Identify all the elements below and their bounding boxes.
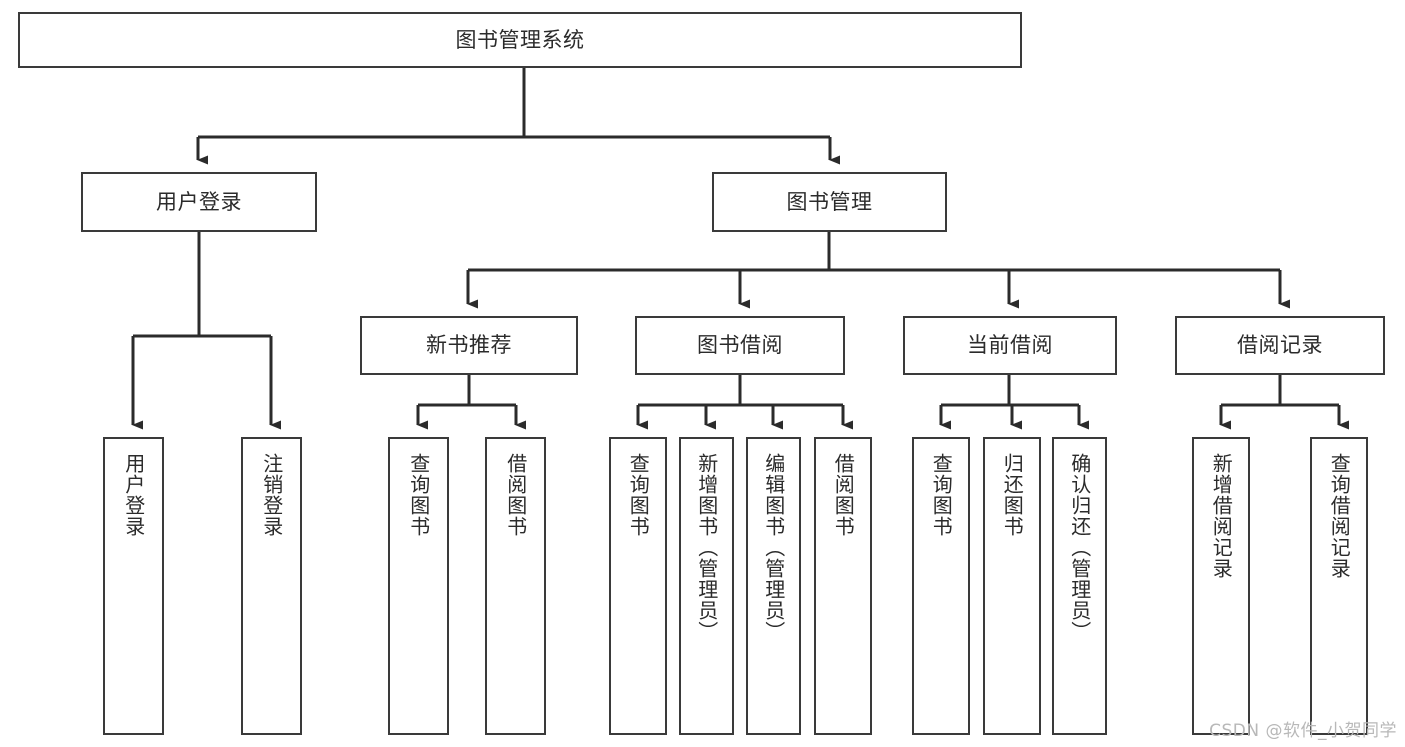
node-leaf-borrow-book-recommend[interactable]: 借阅图书 bbox=[485, 437, 546, 735]
node-root-label: 图书管理系统 bbox=[455, 27, 585, 52]
node-borrow-record-label: 借阅记录 bbox=[1237, 333, 1323, 358]
node-leaf-user-login-label: 用户登录 bbox=[121, 453, 146, 537]
node-leaf-edit-book-admin-label: 编辑图书（管理员） bbox=[761, 453, 786, 642]
node-leaf-query-book-recommend-label: 查询图书 bbox=[406, 453, 431, 537]
node-leaf-user-login[interactable]: 用户登录 bbox=[103, 437, 164, 735]
node-leaf-query-book-current-label: 查询图书 bbox=[929, 453, 954, 537]
node-book-manage[interactable]: 图书管理 bbox=[712, 172, 947, 232]
node-leaf-add-book-admin[interactable]: 新增图书（管理员） bbox=[679, 437, 734, 735]
node-user-login[interactable]: 用户登录 bbox=[81, 172, 317, 232]
node-leaf-logout[interactable]: 注销登录 bbox=[241, 437, 302, 735]
node-leaf-query-book-current[interactable]: 查询图书 bbox=[912, 437, 970, 735]
node-leaf-return-book[interactable]: 归还图书 bbox=[983, 437, 1041, 735]
node-leaf-confirm-return-admin[interactable]: 确认归还（管理员） bbox=[1052, 437, 1107, 735]
node-leaf-logout-label: 注销登录 bbox=[259, 453, 284, 537]
node-leaf-return-book-label: 归还图书 bbox=[1000, 453, 1025, 537]
node-book-manage-label: 图书管理 bbox=[786, 189, 873, 214]
node-leaf-borrow-book-label: 借阅图书 bbox=[831, 453, 856, 537]
node-leaf-borrow-book-recommend-label: 借阅图书 bbox=[503, 453, 528, 537]
node-book-borrow-label: 图书借阅 bbox=[697, 333, 783, 358]
node-leaf-borrow-book[interactable]: 借阅图书 bbox=[814, 437, 872, 735]
node-new-book-recommend[interactable]: 新书推荐 bbox=[360, 316, 578, 375]
node-root-system[interactable]: 图书管理系统 bbox=[18, 12, 1022, 68]
node-leaf-add-borrow-record[interactable]: 新增借阅记录 bbox=[1192, 437, 1250, 735]
node-leaf-edit-book-admin[interactable]: 编辑图书（管理员） bbox=[746, 437, 801, 735]
node-borrow-record[interactable]: 借阅记录 bbox=[1175, 316, 1385, 375]
node-user-login-label: 用户登录 bbox=[156, 189, 242, 214]
node-leaf-query-book-borrow-label: 查询图书 bbox=[626, 453, 651, 537]
node-leaf-confirm-return-admin-label: 确认归还（管理员） bbox=[1067, 453, 1092, 642]
node-new-book-recommend-label: 新书推荐 bbox=[426, 333, 512, 358]
node-leaf-query-book-borrow[interactable]: 查询图书 bbox=[609, 437, 667, 735]
node-leaf-add-book-admin-label: 新增图书（管理员） bbox=[694, 453, 719, 642]
node-current-borrow[interactable]: 当前借阅 bbox=[903, 316, 1117, 375]
node-current-borrow-label: 当前借阅 bbox=[967, 333, 1053, 358]
node-leaf-add-borrow-record-label: 新增借阅记录 bbox=[1209, 453, 1234, 579]
node-leaf-query-book-recommend[interactable]: 查询图书 bbox=[388, 437, 449, 735]
node-leaf-query-borrow-record-label: 查询借阅记录 bbox=[1327, 453, 1352, 579]
node-book-borrow[interactable]: 图书借阅 bbox=[635, 316, 845, 375]
node-leaf-query-borrow-record[interactable]: 查询借阅记录 bbox=[1310, 437, 1368, 735]
